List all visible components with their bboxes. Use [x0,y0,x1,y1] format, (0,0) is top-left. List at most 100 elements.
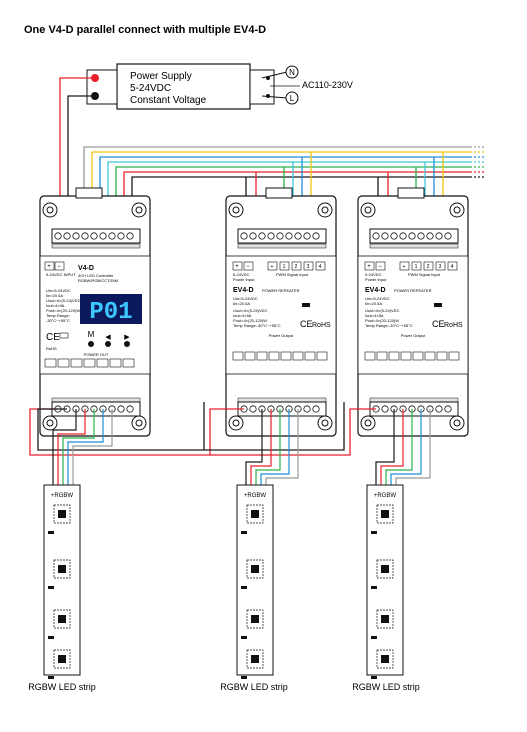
ac-label: AC110-230V [302,80,353,90]
svg-text:−: − [246,264,250,270]
strip-header: +RGBW [244,493,267,499]
strip-header: +RGBW [51,493,74,499]
r1-in1: 1 [283,264,286,270]
ctrl-model: V4-D [78,265,94,272]
left-button[interactable] [105,341,111,347]
r1-spec2: Iin=20.5A [233,301,250,306]
right-arrow-icon: ▶ [124,334,130,341]
svg-text:+: + [235,264,239,270]
r2-spec2: Iin=20.5A [365,301,382,306]
r2-in1: 1 [415,264,418,270]
r1-model: EV4-D [233,287,254,294]
power-supply: Power Supply 5-24VDC Constant Voltage N … [86,63,353,110]
strip-label-2: RGBW LED strip [220,682,288,692]
r1-power-output: Power Output [269,333,294,338]
strip-wires [52,409,431,485]
controller-bottom-terminals [51,397,141,417]
r1-spec1: Uin=5-24VDC [233,296,258,301]
r2-in2: 2 [427,264,430,270]
controller-v4d: + − 5-24VDC INPUT V4-D 4CH LED Controlle… [39,187,151,437]
repeater-2: + − + 1 2 3 4 5-24VDC Power Input PWM Si… [357,187,469,437]
mode-button-label: M [88,330,95,339]
r1-in4: 4 [319,264,322,270]
r1-pwm-input: PWM Signal Input [276,272,309,277]
display-readout: P01 [89,299,132,326]
r2-spec6: Temp Range:-30°C~+55°C [365,323,413,328]
r1-spec5: Pout=4×(20-120)W [233,318,267,323]
bin-icon [59,332,69,339]
ctrl-spec5: Pout=4×(20-120)W [46,308,80,313]
r2-pwm-input: PWM Signal Input [408,272,441,277]
n-label: N [289,68,295,77]
led-strip-1: +RGBW [43,484,81,679]
svg-text:+: + [367,264,371,270]
right-button[interactable] [124,341,130,347]
strip-label-3: RGBW LED strip [352,682,420,692]
r2-subtitle: POWER REPEATER [394,288,432,293]
led-strip-2: +RGBW [236,484,274,679]
r2-power-input: Power Input [365,277,387,282]
live-terminal-icon [285,91,299,105]
r2-switch-icon [434,303,442,307]
ctrl-spec6: Temp Range: [46,313,70,318]
controller-top-terminals [51,228,141,249]
ps-line3: Constant Voltage [130,95,207,106]
resistor-icon [48,636,54,639]
ctrl-spec2: Iin=20.5A [46,293,63,298]
resistor-icon [48,676,54,679]
mode-button[interactable] [88,341,94,347]
resistor-icon [371,531,377,534]
r1-switch-icon [302,303,310,307]
r2-ce: CE [432,319,445,329]
r2-model: EV4-D [365,287,386,294]
svg-text:−: − [378,264,382,270]
r1-subtitle: POWER REPEATER [262,288,300,293]
svg-text:−: − [57,264,61,270]
r1-ce: CE [300,319,313,329]
r2-spec3: Uout=4×(5-24)VDC [365,308,400,313]
r1-spec6: Temp Range:-30°C~+55°C [233,323,281,328]
ps-line2: 5-24VDC [130,83,171,94]
r1-spec4: Iout=4×5A [233,313,252,318]
left-arrow-icon: ◀ [105,334,111,341]
ctrl-desc1: 4CH LED Controller [78,273,114,278]
r2-spec5: Pout=4×(20-120)W [365,318,399,323]
resistor-icon [241,676,247,679]
ctrl-spec7: -30°C~+55°C [46,318,70,323]
ctrl-desc2: RGBW/RGB/CCT/DIM [78,278,118,283]
r2-spec4: Iout=4×5A [365,313,384,318]
strip-header: +RGBW [374,493,397,499]
ctrl-spec1: Uin=5-24VDC [46,288,71,293]
strip-label-1: RGBW LED strip [28,682,96,692]
diagram-title: One V4-D parallel connect with multiple … [24,24,266,36]
svg-text:+: + [271,264,274,270]
l-label: L [290,94,295,103]
resistor-icon [371,586,377,589]
r2-rohs: RoHS [444,322,463,329]
r1-power-input: Power Input [233,277,255,282]
resistor-icon [48,586,54,589]
r1-spec3: Uout=4×(5-24)VDC [233,308,268,313]
ctrl-rohs: RoHS [46,346,57,351]
neutral-terminal-icon [285,65,299,79]
svg-text:+: + [403,264,406,270]
svg-text:+: + [47,264,51,270]
resistor-icon [48,531,54,534]
r2-supply: 5-24VDC [365,272,382,277]
r1-rohs: RoHS [312,322,331,329]
r2-spec1: Uin=5-24VDC [365,296,390,301]
r1-in2: 2 [295,264,298,270]
r1-in3: 3 [307,264,310,270]
ctrl-input-label: 5-24VDC INPUT [46,272,76,277]
ctrl-ce-mark: CE [46,332,60,343]
r2-power-output: Power Output [401,333,426,338]
ps-line1: Power Supply [130,71,192,82]
led-display [80,294,142,324]
r1-supply: 5-24VDC [233,272,250,277]
resistor-icon [241,531,247,534]
ctrl-power-out: POWER OUT [84,352,109,357]
ctrl-spec3: Uout=4×(5-24)VDC [46,298,81,303]
r2-in3: 3 [439,264,442,270]
ctrl-spec4: Iout=4×5A [46,303,65,308]
